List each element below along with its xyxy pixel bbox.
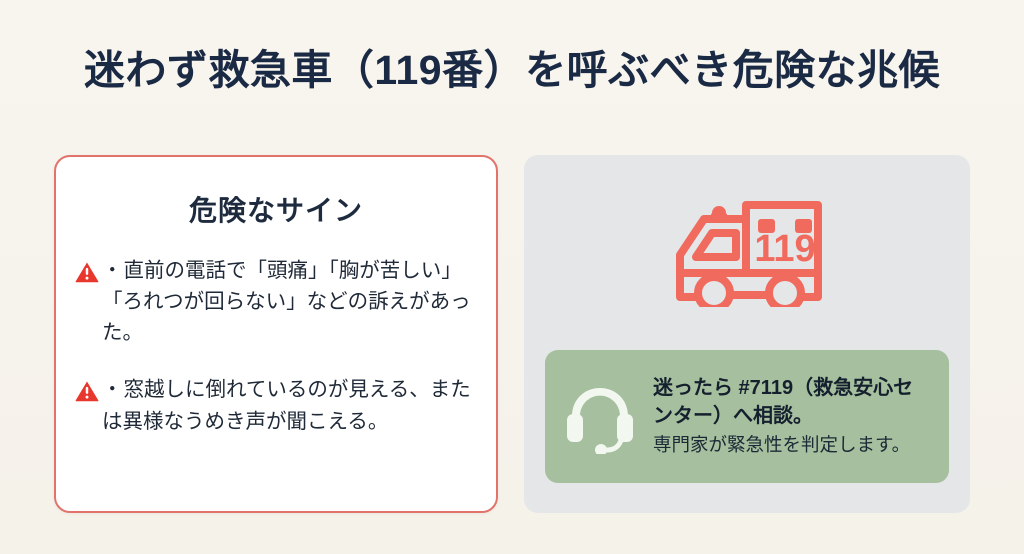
bullet-marker: ・ <box>102 259 123 282</box>
rear-wheel <box>765 273 805 307</box>
page-title: 迷わず救急車（119番）を呼ぶべき危険な兆候 <box>83 47 941 93</box>
ambulance-number-label: 119 <box>754 228 815 270</box>
marker-light-left <box>758 219 775 233</box>
front-wheel <box>694 273 734 307</box>
danger-item-label: 窓越しに倒れているのが見える、または異様なうめき声が聞こえる。 <box>102 378 471 433</box>
list-item: ・窓越しに倒れているのが見える、または異様なうめき声が聞こえる。 <box>74 374 474 436</box>
list-item: ・直前の電話で「頭痛」「胸が苦しい」「ろれつが回らない」などの訴えがあった。 <box>74 255 474 348</box>
advice-text-block: 迷ったら #7119（救急安心センター）へ相談。 専門家が緊急性を判定します。 <box>653 375 933 458</box>
advice-sub-text: 専門家が緊急性を判定します。 <box>653 434 911 456</box>
illustration-panel: 119 <box>524 155 970 513</box>
headset-icon <box>563 380 637 454</box>
danger-item-text: ・直前の電話で「頭痛」「胸が苦しい」「ろれつが回らない」などの訴えがあった。 <box>102 255 474 348</box>
ambulance-icon: 119 <box>676 201 822 307</box>
marker-light-right <box>795 219 812 233</box>
beacon-light <box>711 206 727 221</box>
advice-main-text: 迷ったら #7119（救急安心センター）へ相談。 <box>653 376 914 427</box>
danger-signs-card: 危険なサイン ・直前の電話で「頭痛」「胸が苦しい」「ろれつが回らない」などの訴え… <box>54 155 498 513</box>
warning-triangle-icon <box>74 378 100 404</box>
danger-signs-list: ・直前の電話で「頭痛」「胸が苦しい」「ろれつが回らない」などの訴えがあった。 ・… <box>74 255 474 437</box>
ambulance-illustration: 119 <box>524 189 970 307</box>
danger-item-text: ・窓越しに倒れているのが見える、または異様なうめき声が聞こえる。 <box>102 374 474 436</box>
danger-card-heading: 危険なサイン <box>188 195 363 226</box>
bullet-marker: ・ <box>102 378 123 402</box>
danger-item-label: 直前の電話で「頭痛」「胸が苦しい」「ろれつが回らない」などの訴えがあった。 <box>102 259 471 345</box>
advice-callout-box: 迷ったら #7119（救急安心センター）へ相談。 専門家が緊急性を判定します。 <box>545 350 949 483</box>
warning-triangle-icon <box>74 259 100 285</box>
